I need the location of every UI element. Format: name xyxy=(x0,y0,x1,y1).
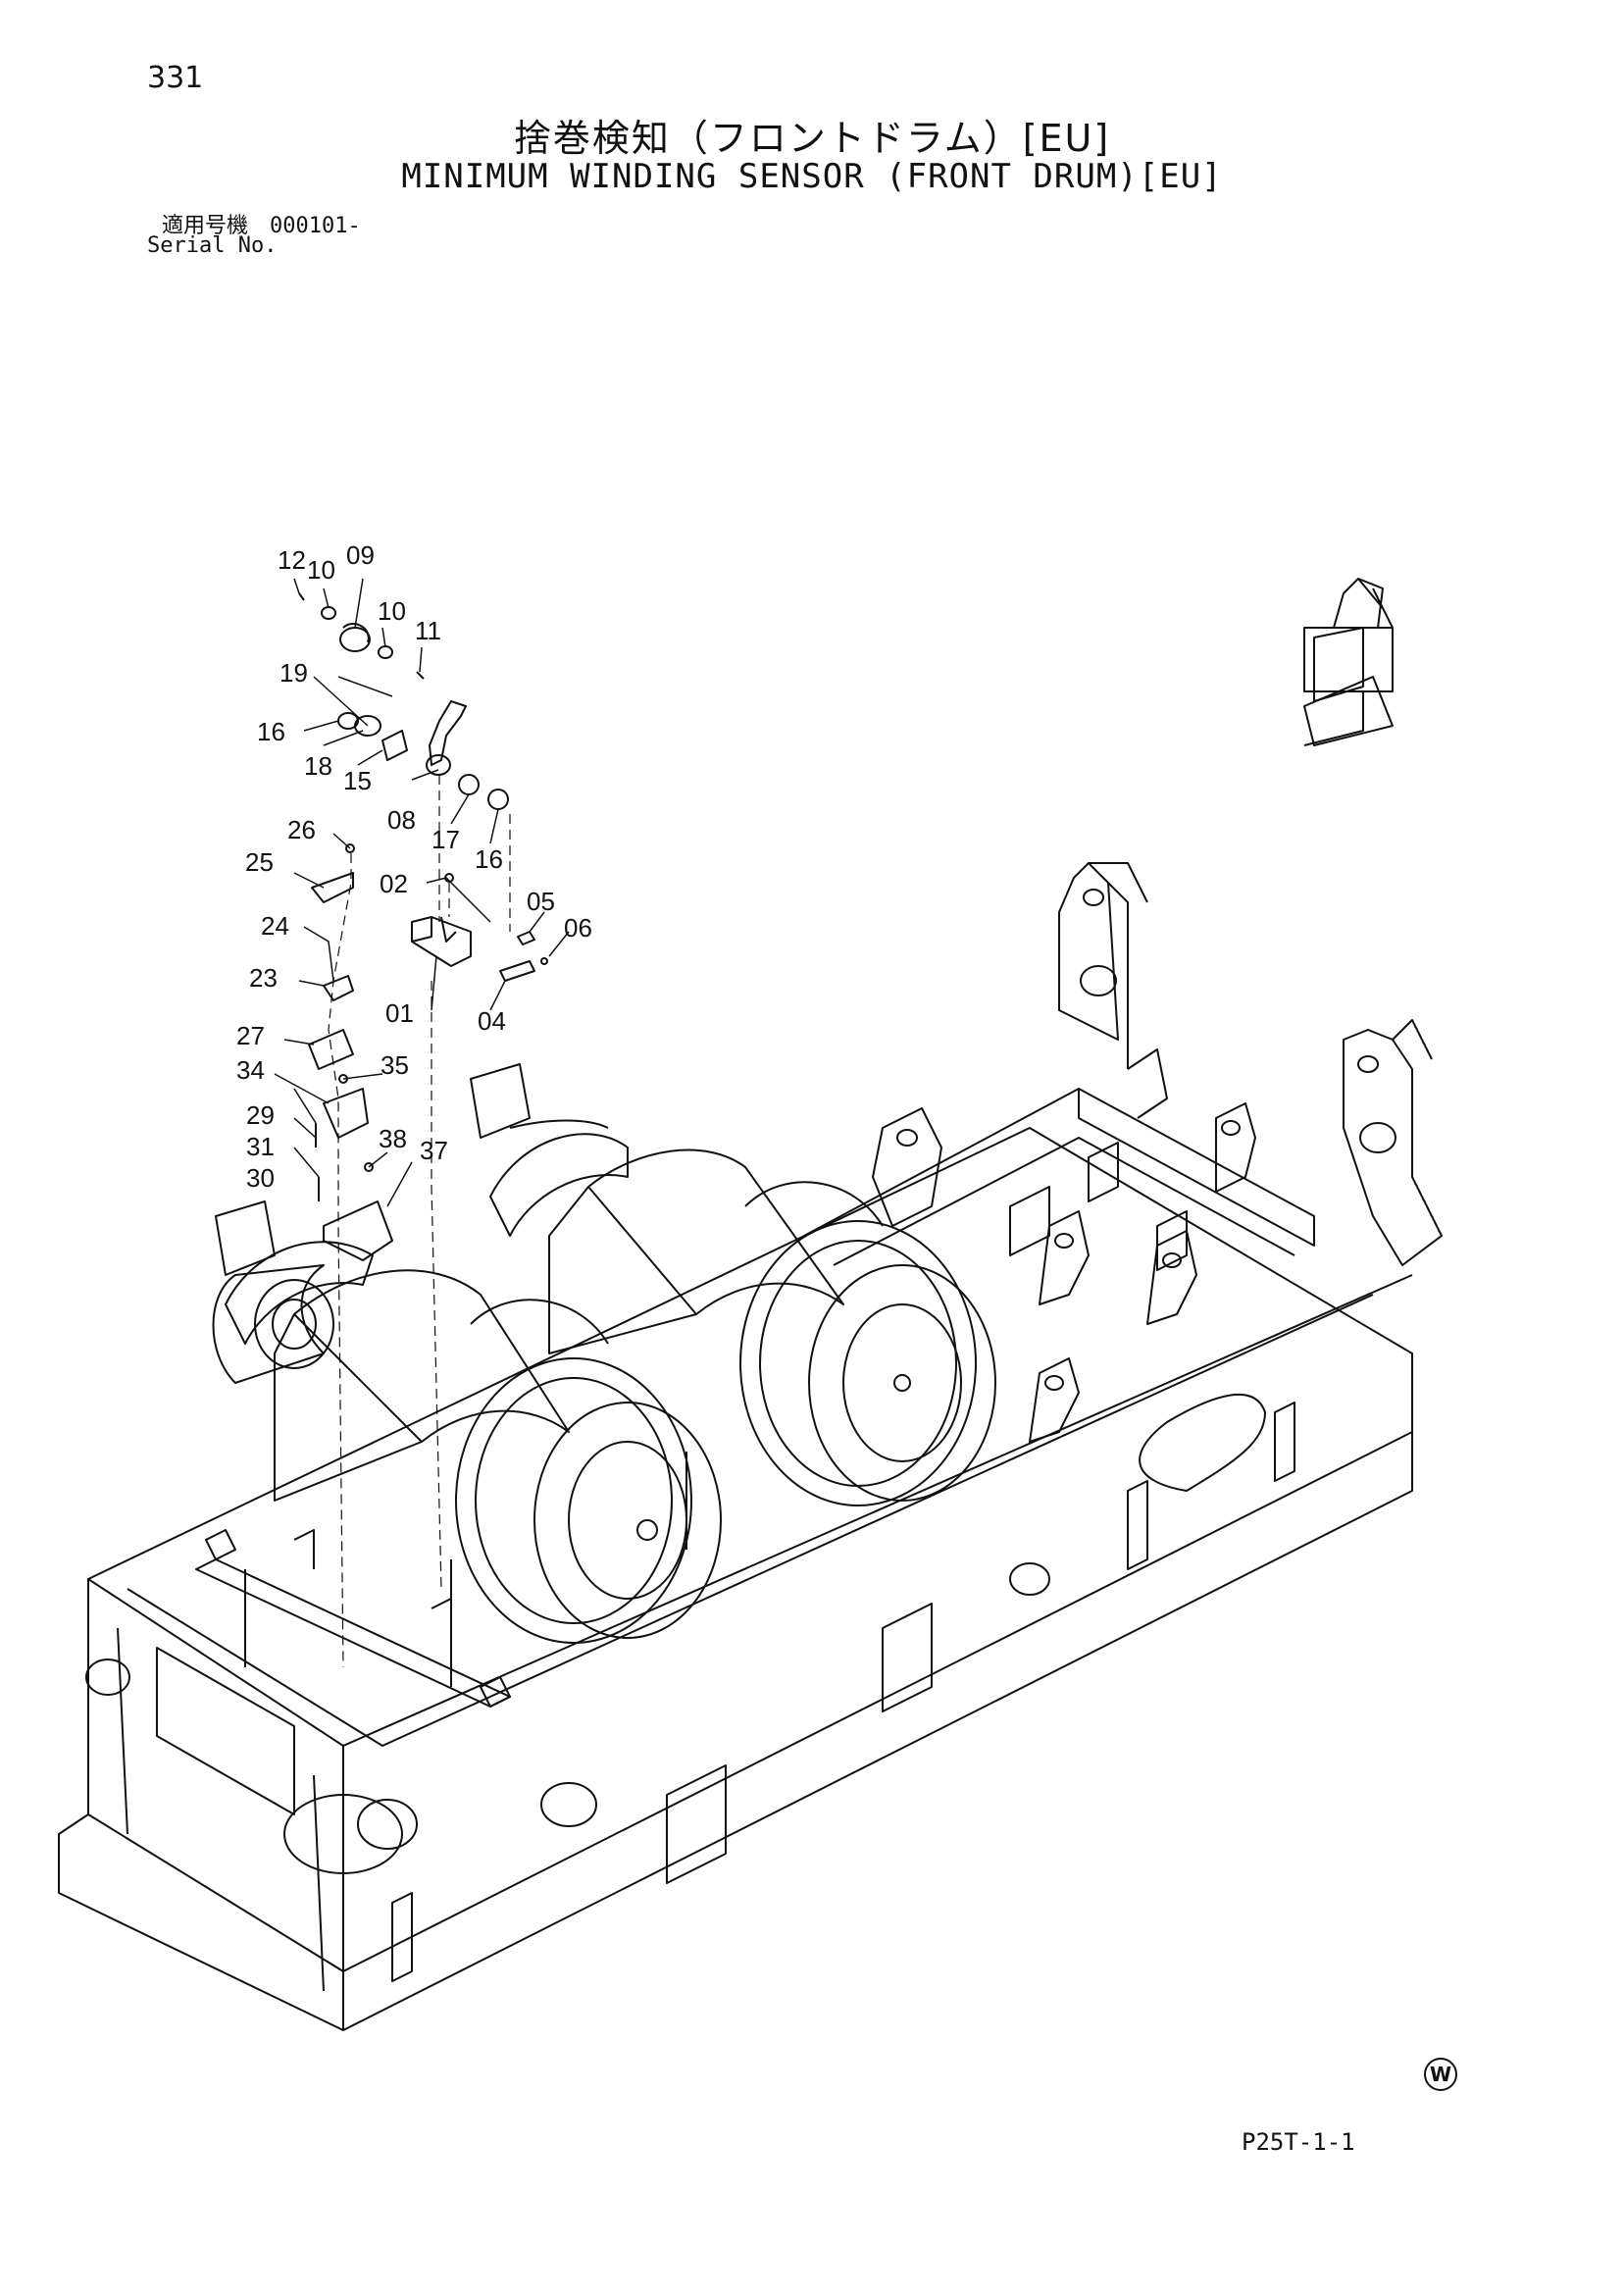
callout-27: 27 xyxy=(236,1021,265,1050)
callout-06: 06 xyxy=(564,913,592,943)
crossbar xyxy=(195,1529,511,1708)
callout-29: 29 xyxy=(246,1100,275,1130)
callout-30: 30 xyxy=(246,1163,275,1193)
callout-18: 18 xyxy=(304,751,332,781)
leader-lines xyxy=(274,578,570,1207)
callout-05: 05 xyxy=(527,887,555,916)
callout-12: 12 xyxy=(278,545,306,575)
front-winch-drum xyxy=(225,1241,722,1644)
callout-35: 35 xyxy=(381,1050,409,1080)
title-japanese: 捨巻検知（フロントドラム）[EU] xyxy=(513,117,1111,160)
callout-01: 01 xyxy=(385,998,414,1028)
title-english: MINIMUM WINDING SENSOR (FRONT DRUM)[EU] xyxy=(401,157,1223,196)
assembly-lines xyxy=(328,775,511,1668)
drawing-code: P25T-1-1 xyxy=(1242,2128,1355,2156)
serial-label-japanese: 適用号機 000101- xyxy=(162,208,361,239)
serial-label-english: Serial No. xyxy=(147,233,278,258)
serial-label-jp-text: 適用号機 xyxy=(162,214,249,238)
callout-15: 15 xyxy=(343,766,372,795)
callout-38: 38 xyxy=(379,1124,407,1153)
rear-frame-rect xyxy=(803,1088,1315,1443)
callout-19: 19 xyxy=(279,658,308,688)
callout-31: 31 xyxy=(246,1132,275,1161)
callout-26: 26 xyxy=(287,815,316,844)
front-motor xyxy=(212,1063,609,1384)
part-callouts: 12 10 09 10 11 19 16 18 15 08 17 16 26 2… xyxy=(236,540,592,1193)
rear-uprights xyxy=(1058,862,1443,1266)
callout-17: 17 xyxy=(431,825,460,854)
callout-16a: 16 xyxy=(257,717,285,746)
callout-10a: 10 xyxy=(307,555,335,585)
serial-value: 000101- xyxy=(270,214,361,238)
direction-indicator xyxy=(1303,578,1394,746)
w-mark-symbol: W xyxy=(1424,2058,1457,2091)
rear-winch-drum xyxy=(489,1133,996,1506)
callout-16b: 16 xyxy=(475,844,503,874)
callout-37: 37 xyxy=(420,1136,448,1165)
callout-04: 04 xyxy=(478,1006,506,1036)
page-number: 331 xyxy=(147,61,204,95)
callout-23: 23 xyxy=(249,963,278,993)
callout-10b: 10 xyxy=(378,596,406,626)
callout-02: 02 xyxy=(380,869,408,898)
callout-34: 34 xyxy=(236,1055,265,1085)
callout-08: 08 xyxy=(387,805,416,835)
callout-09: 09 xyxy=(346,540,375,570)
callout-25: 25 xyxy=(245,847,274,877)
callout-11: 11 xyxy=(415,616,441,645)
callout-24: 24 xyxy=(261,911,289,941)
base-frame xyxy=(58,1127,1413,2031)
